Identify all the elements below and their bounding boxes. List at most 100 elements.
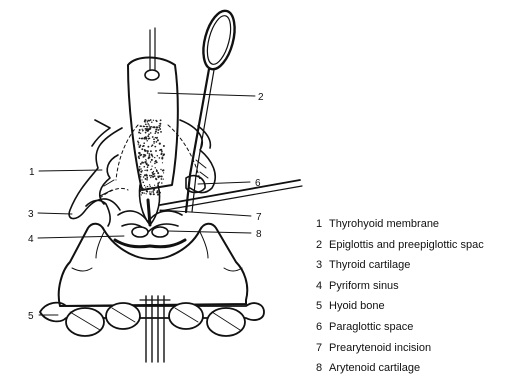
stipple-dot [157,132,159,134]
callout-6: 6 [255,178,261,189]
stipple-dot [140,171,142,173]
stipple-dot [143,166,145,168]
stipple-dot [139,166,141,168]
stipple-dot [147,167,149,169]
stipple-dot [155,167,156,168]
stipple-dot [157,139,159,141]
stipple-dot [148,133,150,135]
stipple-dot [156,141,158,143]
stipple-dot [140,176,142,178]
stipple-dot [145,187,146,188]
stipple-dot [152,176,154,178]
stipple-dot [161,178,163,180]
stipple-dot [144,126,145,127]
stipple-dot [151,165,152,166]
stipple-dot [147,150,149,152]
stipple-dot [157,172,159,174]
stipple-dot [137,140,139,142]
stipple-dot [141,194,142,195]
stipple-dot [157,129,159,131]
stipple-dot [153,126,155,128]
legend-item-7: 7Prearytenoid incision [316,338,512,359]
stipple-dot [162,170,163,171]
stipple-dot [148,136,149,137]
stipple-dot [150,150,152,152]
stipple-dot [144,156,145,157]
stipple-dot [153,120,154,121]
legend: 1Thyrohyoid membrane 2Epiglottis and pre… [316,214,512,379]
stipple-dot [145,130,147,132]
stipple-dot [144,149,146,151]
incision-lines [100,125,200,198]
stipple-dot [144,154,146,156]
stipple-dot [147,165,148,166]
stipple-dot [142,129,143,130]
stipple-dot [148,157,150,159]
stipple-dot [138,152,140,154]
stipple-dot [141,138,143,140]
stipple-dot [138,157,140,159]
legend-item-2: 2Epiglottis and preepiglottic spac [316,235,512,256]
stipple-dot [161,182,163,184]
stipple-dot [149,154,151,156]
stipple-dot [163,145,165,147]
stipple-dot [160,125,161,126]
stipple-dot [160,169,161,170]
stipple-dot [146,169,148,171]
stipple-dot [146,193,147,194]
stipple-dot [147,123,149,125]
stipple-dot [153,189,155,191]
stipple-dot [151,121,152,122]
epiglottis [128,28,178,190]
stipple-dot [159,128,161,130]
stipple-dot [154,132,156,134]
stipple-dot [147,146,149,148]
stipple-dot [151,191,152,192]
stipple-dot [155,150,157,152]
stipple-dot [138,176,140,178]
stipple-dot [142,188,144,190]
stipple-dot [147,186,148,187]
stipple-dot [163,172,164,173]
stipple-dot [157,155,158,156]
stipple-dot [144,192,145,193]
stipple-dot [144,137,146,139]
stipple-dot [139,138,141,140]
stipple-dot [145,132,147,134]
stipple-dot [145,162,146,163]
stipple-dot [150,126,151,127]
stipple-dot [138,156,139,157]
stipple-dot [139,129,141,131]
stipple-dot [140,174,142,176]
stipple-dot [161,154,162,155]
stipple-dot [163,178,164,179]
callout-5: 5 [28,311,34,322]
stipple-dot [149,184,150,185]
stipple-dot [160,119,162,121]
stipple-dot [142,130,144,132]
stipple-dot [150,186,151,187]
stipple-dot [152,172,154,174]
stipple-dot [162,154,164,156]
stipple-dot [146,174,147,175]
stipple-dot [146,190,148,192]
stipple-dot [140,163,142,165]
stipple-dot [161,150,163,152]
stipple-dot [149,175,151,177]
stipple-dot [159,143,161,145]
larynx-body [59,224,248,306]
stipple-dot [139,145,141,147]
stipple-dot [156,191,158,193]
stipple-dot [154,187,156,189]
stipple-dot [145,138,147,140]
stipple-dot [160,131,162,133]
stipple-dot [143,176,145,178]
stipple-dot [156,170,158,172]
stipple-dot [147,126,148,127]
stipple-dot [160,186,162,188]
stipple-dot [138,169,140,171]
